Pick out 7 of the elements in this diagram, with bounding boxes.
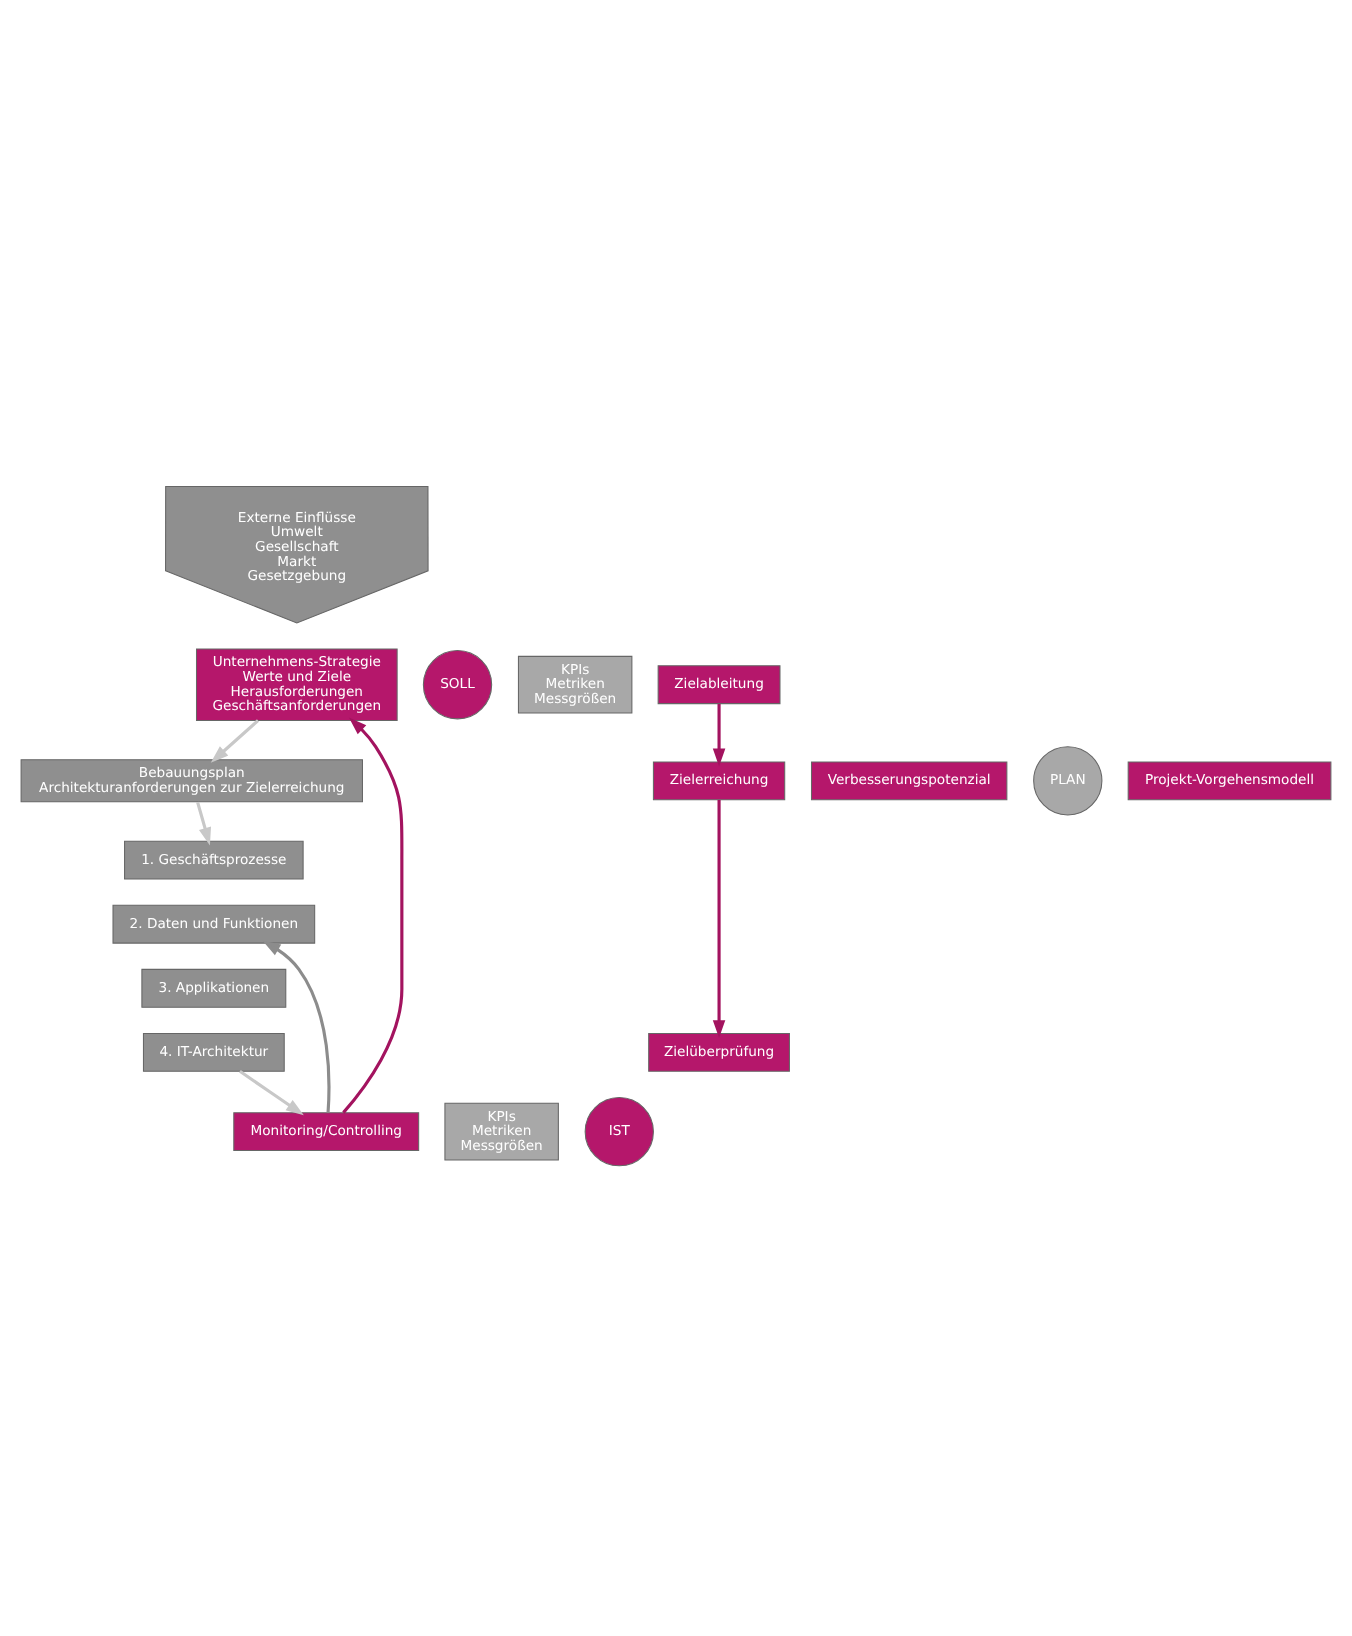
- arrow: [239, 1069, 304, 1115]
- arrow: [342, 716, 404, 1113]
- arrow: [262, 939, 331, 1112]
- arrow: [210, 718, 260, 762]
- arrow: [712, 799, 726, 1038]
- arrow: [196, 800, 212, 845]
- arrow: [712, 702, 726, 766]
